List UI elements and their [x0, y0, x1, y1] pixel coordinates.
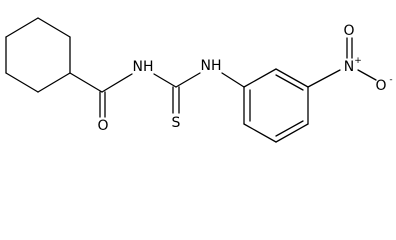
bond-cy6	[5, 17, 39, 38]
thiourea-group	[153, 72, 245, 114]
nh-left-label: NH	[133, 59, 154, 75]
nh-right-label: NH	[201, 58, 222, 74]
bond-bz5	[275, 68, 309, 88]
sulfur-label: S	[172, 115, 181, 131]
nitro-minus-charge: -	[389, 75, 392, 85]
nitro-plus-charge: +	[354, 56, 362, 66]
bond-nh-ring	[221, 72, 245, 88]
bond-bz3-inner	[275, 120, 304, 137]
nitro-nitrogen-label: N	[344, 59, 354, 75]
nitro-oxygen-minus-label: O	[375, 78, 386, 94]
nitro-group	[307, 37, 377, 88]
carbonyl-group	[69, 72, 133, 118]
carbonyl-oxygen-label: O	[97, 118, 108, 134]
bond-bz2	[243, 123, 277, 143]
bond-bz5-inner	[275, 74, 304, 91]
bond-ring-carbonyl	[69, 72, 103, 93]
bond-cy3	[37, 72, 71, 93]
molecule-structure: NH NH O S N + O O -	[5, 17, 393, 143]
bond-cy4	[5, 72, 39, 93]
bond-bz3	[275, 123, 309, 143]
cyclohexane-ring	[5, 17, 71, 93]
bond-bz6	[243, 68, 277, 88]
bond-ring-nitro	[307, 69, 341, 88]
bond-carbonyl-nh	[101, 73, 133, 93]
bond-nh-cs	[153, 73, 177, 88]
bond-cs-nh	[175, 72, 201, 88]
benzene-ring	[243, 68, 309, 143]
bond-cy1	[37, 17, 71, 38]
bond-no-right	[357, 69, 377, 81]
nitro-oxygen-top-label: O	[343, 23, 354, 39]
